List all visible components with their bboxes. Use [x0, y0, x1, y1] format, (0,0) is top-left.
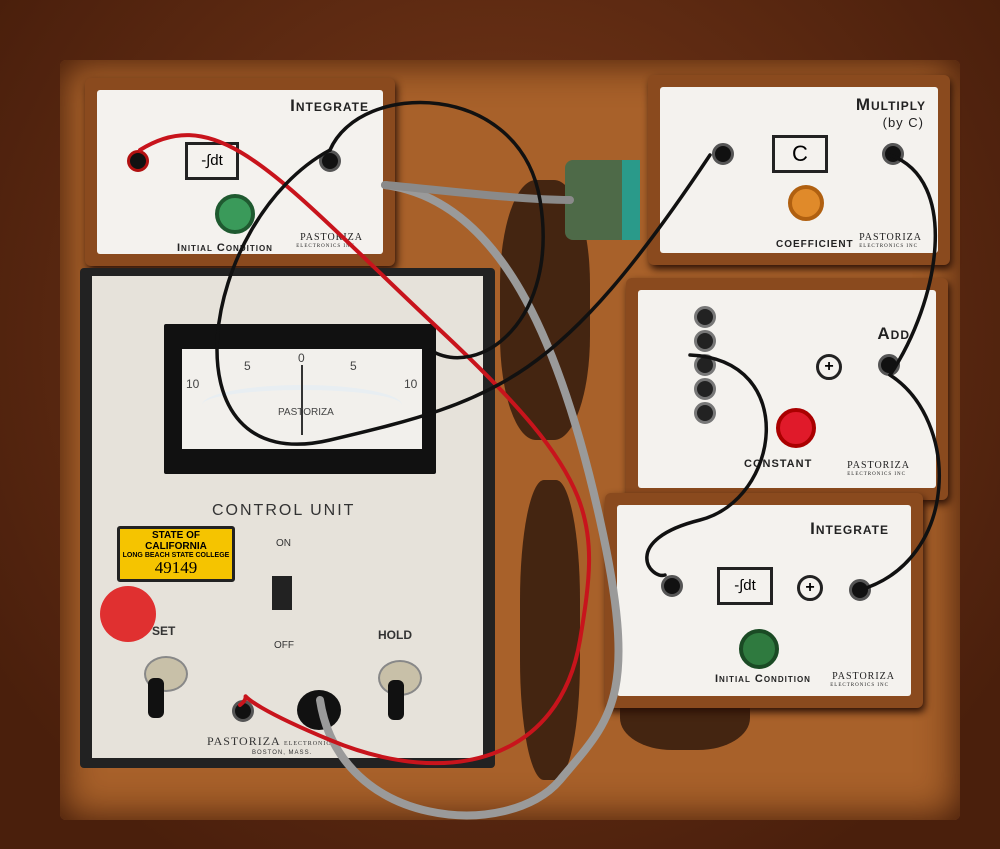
- integrator-symbol: -∫dt: [185, 142, 239, 180]
- connector-plug-tip: [622, 160, 640, 240]
- brand: PASTORIZA ELECTRONICS: [207, 734, 336, 749]
- control-unit-face: 10 5 0 5 10 PASTORIZA CONTROL UNIT STATE…: [92, 276, 483, 758]
- set-toggle-switch[interactable]: [148, 678, 164, 718]
- sticker-number: 49149: [154, 558, 198, 578]
- brand-sub: ELECTRONICS: [284, 741, 336, 747]
- module-face: Integrate -∫dt + Initial Condition PASTO…: [617, 505, 911, 696]
- initial-condition-knob[interactable]: [215, 194, 255, 234]
- meter-dial: 10 5 0 5 10 PASTORIZA: [182, 349, 422, 449]
- constant-knob[interactable]: [776, 408, 816, 448]
- module-title: Multiply: [855, 95, 926, 114]
- black-cable: [215, 148, 712, 446]
- knob-label: Initial Condition: [715, 673, 811, 685]
- meter-needle: [301, 365, 303, 435]
- module-title: Integrate: [290, 96, 369, 115]
- module-face: Add + CONSTANT PASTORIZA ELECTRONICS INC: [638, 290, 936, 488]
- sticker-line2: LONG BEACH STATE COLLEGE: [122, 552, 230, 559]
- stain: [520, 480, 580, 780]
- asset-tag-sticker: STATE OF CALIFORNIA LONG BEACH STATE COL…: [117, 526, 235, 582]
- initial-condition-knob[interactable]: [739, 629, 779, 669]
- input-jack[interactable]: [661, 575, 683, 597]
- black-cable: [888, 153, 938, 377]
- input-jack-5[interactable]: [694, 402, 716, 424]
- set-label: SET: [152, 624, 176, 638]
- black-cable: [858, 373, 941, 592]
- multiply-module: Multiply (by C) C COEFFICIENT PASTORIZA …: [648, 75, 950, 265]
- brand-name: PASTORIZA: [207, 734, 281, 748]
- knob-label: Initial Condition: [177, 242, 273, 254]
- black-cable: [645, 353, 768, 578]
- set-toggle-base: [144, 656, 188, 692]
- add-module: Add + CONSTANT PASTORIZA ELECTRONICS INC: [626, 278, 948, 500]
- integrate-module-top: Integrate -∫dt Initial Condition PASTORI…: [85, 78, 395, 266]
- meter-tick-label: 5: [244, 359, 251, 373]
- module-title: Integrate: [810, 519, 889, 538]
- power-switch[interactable]: [272, 576, 292, 610]
- sum-junction: +: [797, 575, 823, 601]
- meter-tick-label: 10: [186, 377, 200, 391]
- brand: PASTORIZA: [859, 232, 922, 243]
- control-unit-title: CONTROL UNIT: [212, 502, 356, 519]
- input-jack[interactable]: [712, 143, 734, 165]
- brand-sub: ELECTRONICS INC: [296, 244, 355, 249]
- input-jack-2[interactable]: [694, 330, 716, 352]
- hold-label: HOLD: [378, 628, 412, 642]
- brand-sub: ELECTRONICS INC: [859, 244, 918, 249]
- brand-sub: ELECTRONICS INC: [830, 683, 889, 688]
- black-cable: [328, 100, 545, 360]
- knob-label: COEFFICIENT: [776, 239, 854, 250]
- hold-toggle-switch[interactable]: [388, 680, 404, 720]
- module-face: Integrate -∫dt Initial Condition PASTORI…: [97, 90, 383, 254]
- gray-cable: [316, 181, 623, 820]
- coefficient-knob[interactable]: [788, 185, 824, 221]
- meter-tick-label: 10: [404, 377, 418, 391]
- input-jack-1[interactable]: [694, 306, 716, 328]
- input-jack[interactable]: [127, 150, 149, 172]
- on-label: ON: [276, 538, 291, 549]
- sticker-line1: STATE OF CALIFORNIA: [145, 530, 207, 552]
- location: BOSTON, MASS.: [252, 750, 313, 756]
- red-cable: [138, 133, 592, 766]
- off-label: OFF: [274, 640, 294, 651]
- meter-brand: PASTORIZA: [278, 407, 334, 418]
- integrator-symbol: -∫dt: [717, 567, 773, 605]
- gray-cable: [381, 181, 574, 204]
- input-jack-4[interactable]: [694, 378, 716, 400]
- meter-tick-label: 5: [350, 359, 357, 373]
- sum-junction: +: [816, 354, 842, 380]
- module-title: Add: [877, 324, 910, 343]
- red-dot-sticker: [100, 586, 156, 642]
- integrate-module-bottom: Integrate -∫dt + Initial Condition PASTO…: [605, 493, 923, 708]
- coefficient-symbol: C: [772, 135, 828, 173]
- brand: PASTORIZA: [300, 232, 363, 243]
- brand-sub: ELECTRONICS INC: [847, 472, 906, 477]
- module-subtitle: (by C): [882, 115, 924, 130]
- panel-meter: 10 5 0 5 10 PASTORIZA: [164, 324, 436, 474]
- brand: PASTORIZA: [847, 460, 910, 471]
- control-unit: 10 5 0 5 10 PASTORIZA CONTROL UNIT STATE…: [80, 268, 495, 768]
- brand: PASTORIZA: [832, 671, 895, 682]
- module-face: Multiply (by C) C COEFFICIENT PASTORIZA …: [660, 87, 938, 253]
- meter-tick-label: 0: [298, 351, 305, 365]
